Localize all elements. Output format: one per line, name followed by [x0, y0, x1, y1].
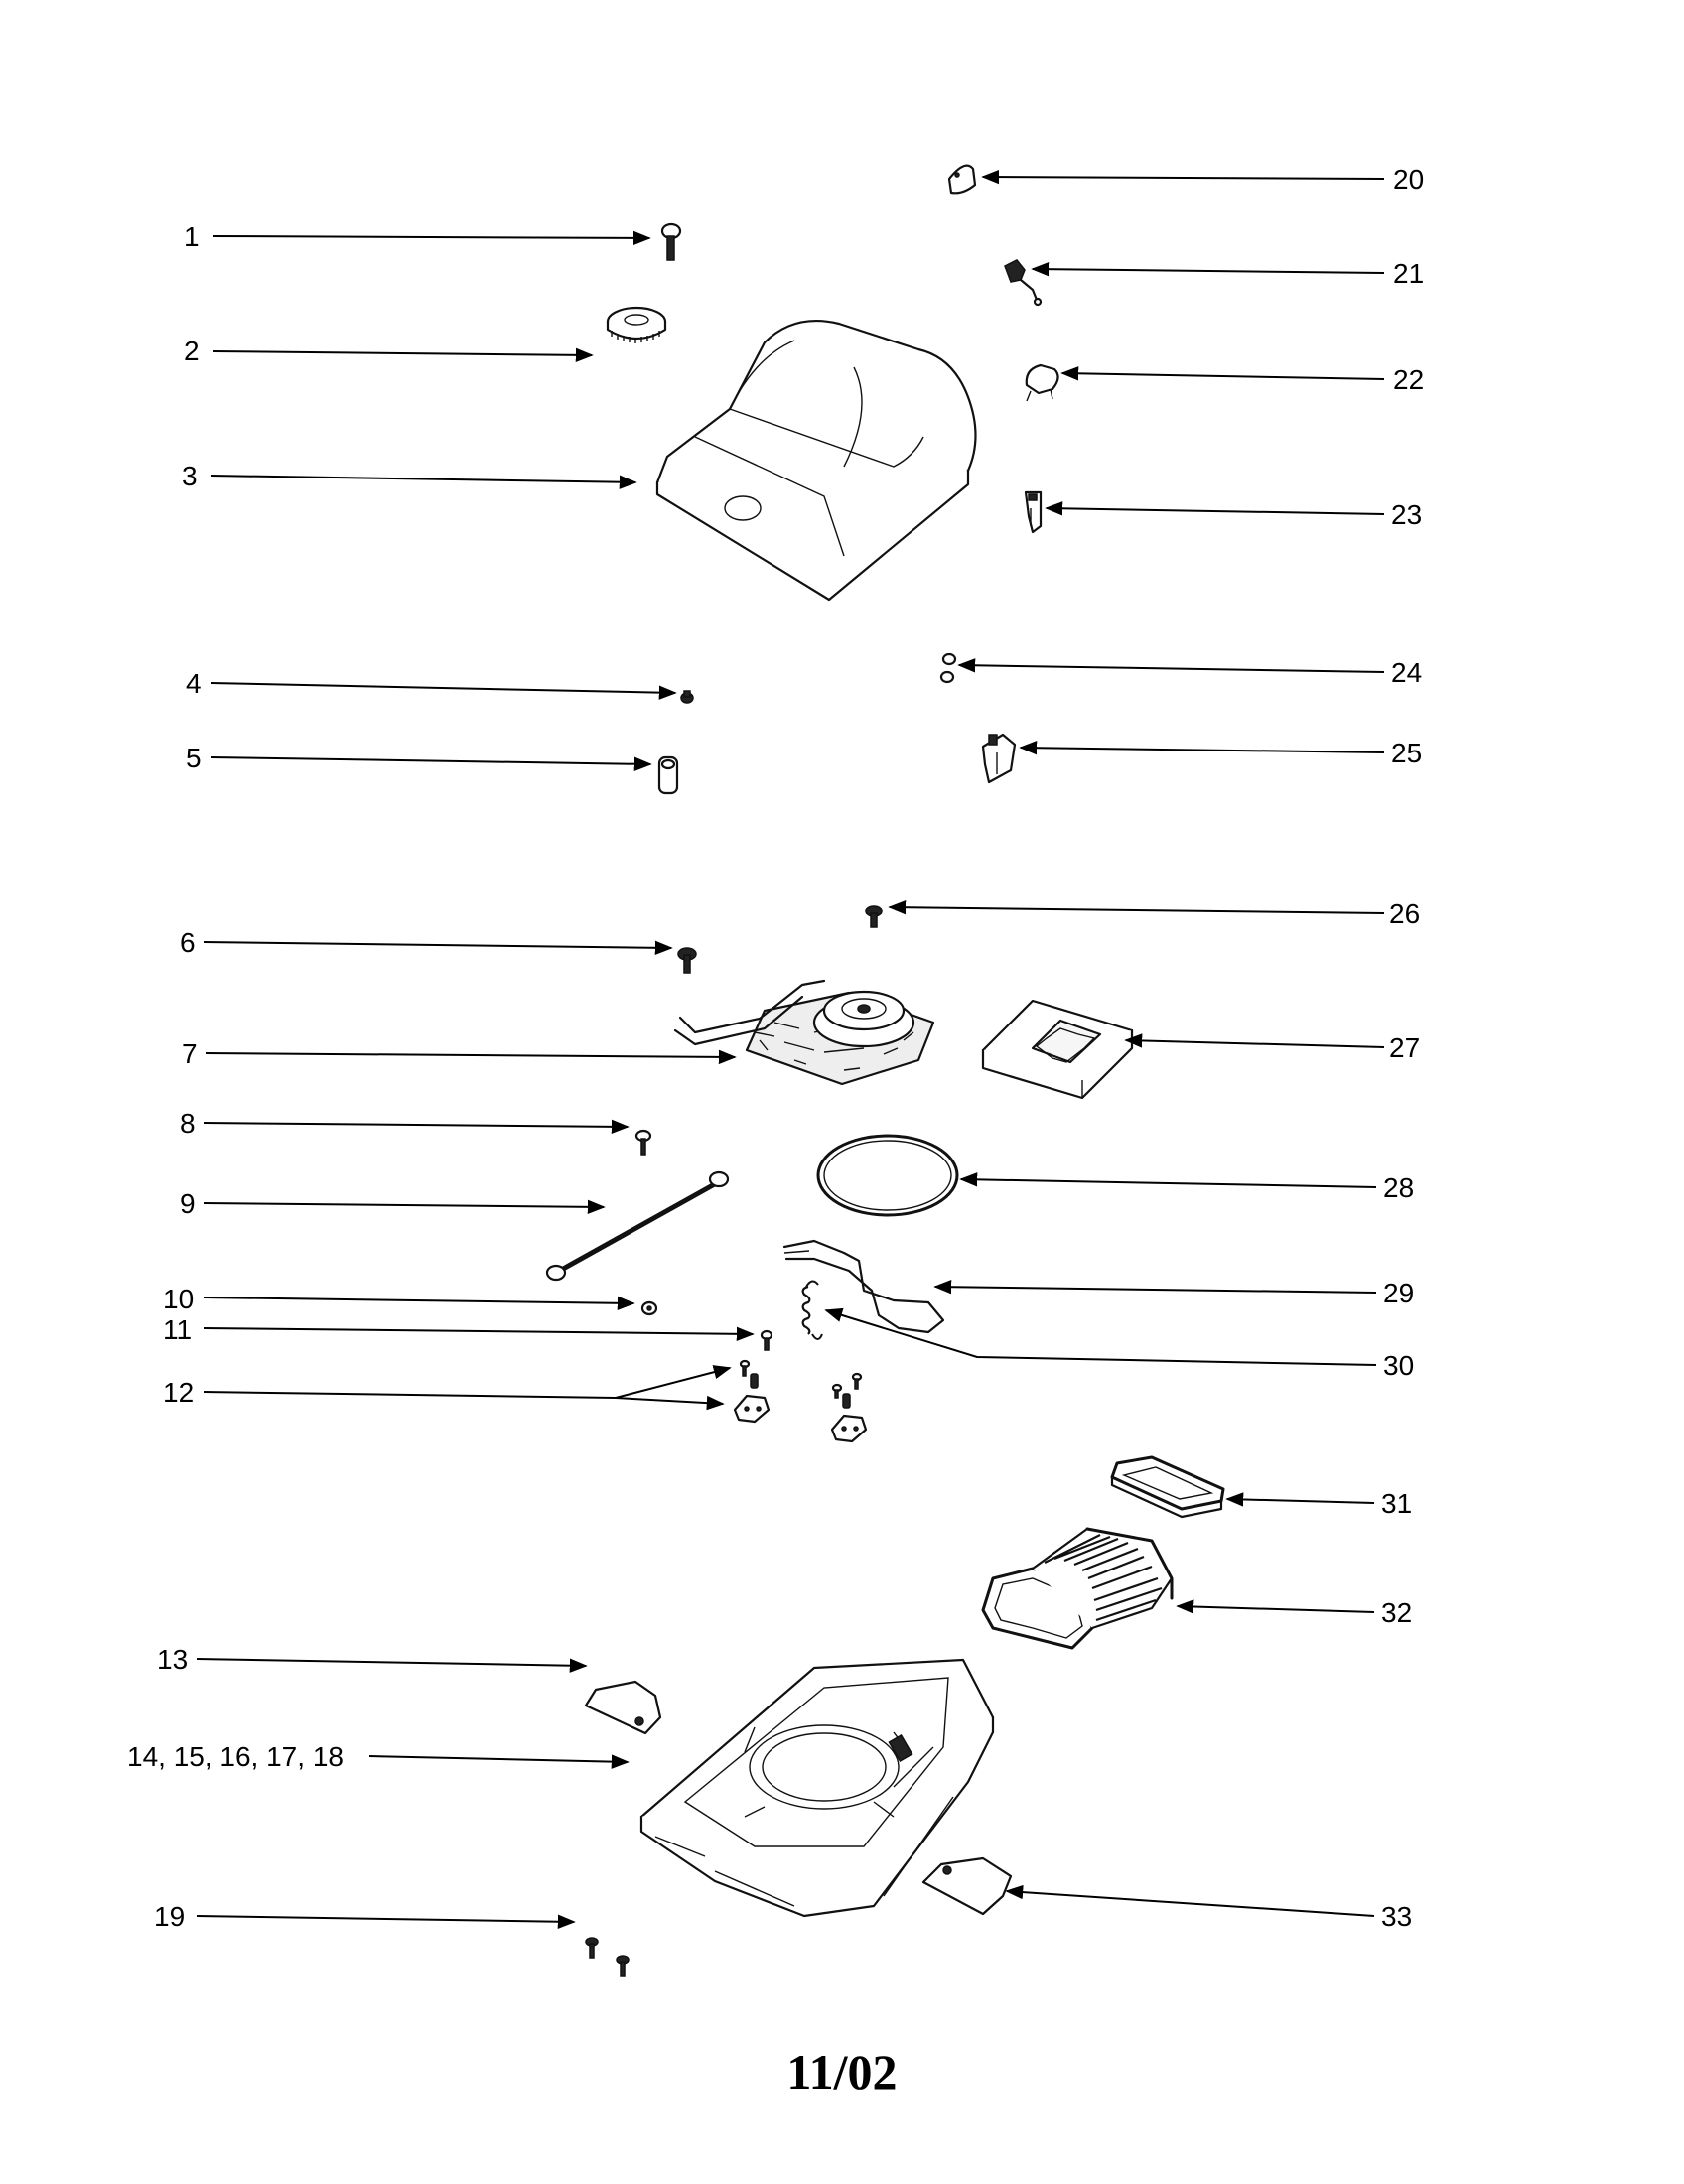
part-2-gear	[606, 306, 667, 343]
callout-14-18: 14, 15, 16, 17, 18	[127, 1741, 344, 1772]
callout-numbers: 1 2 3 4 5 6 7 8 9 10 11 12 13 14, 15, 16…	[127, 164, 1424, 1932]
leader-6	[203, 940, 673, 955]
part-24-pins	[939, 652, 957, 684]
callout-28: 28	[1383, 1172, 1414, 1203]
leader-7	[205, 1049, 737, 1065]
callout-1: 1	[184, 221, 200, 252]
part-1-screw	[660, 222, 682, 261]
callout-9: 9	[180, 1188, 196, 1219]
part-31-gasket	[1110, 1455, 1225, 1519]
callout-19: 19	[154, 1901, 185, 1932]
part-25-bracket	[981, 733, 1017, 784]
leader-lines	[196, 169, 1385, 1929]
leader-9	[203, 1199, 606, 1215]
callout-21: 21	[1393, 258, 1424, 289]
callout-33: 33	[1381, 1901, 1412, 1932]
part-11-screw	[760, 1329, 773, 1351]
callout-10: 10	[163, 1284, 194, 1314]
callout-26: 26	[1389, 898, 1420, 929]
leader-2	[212, 347, 594, 363]
leader-10	[203, 1296, 635, 1310]
leader-5	[210, 756, 652, 771]
part-32-bellows	[981, 1527, 1174, 1650]
part-22-bracket	[1025, 363, 1059, 402]
callout-13: 13	[157, 1644, 188, 1675]
callout-6: 6	[180, 927, 196, 958]
part-5-bushing	[657, 755, 679, 795]
leader-13	[196, 1658, 588, 1673]
part-6-screw	[677, 947, 697, 974]
part-28-belt	[816, 1134, 959, 1217]
callout-5: 5	[186, 743, 202, 773]
leader-26	[888, 899, 1385, 915]
callout-29: 29	[1383, 1278, 1414, 1308]
callout-3: 3	[182, 461, 198, 491]
callout-4: 4	[186, 668, 202, 699]
callout-2: 2	[184, 336, 200, 366]
leader-25	[1019, 741, 1385, 755]
leader-8	[203, 1119, 630, 1135]
part-23-latch	[1024, 490, 1043, 534]
leader-32	[1176, 1599, 1375, 1614]
part-30-spring	[801, 1280, 823, 1340]
leader-29	[933, 1280, 1377, 1295]
callout-20: 20	[1393, 164, 1424, 195]
part-12-clamps	[733, 1359, 868, 1443]
callout-25: 25	[1391, 738, 1422, 768]
part-26-screw	[865, 905, 883, 928]
callout-32: 32	[1381, 1597, 1412, 1628]
leader-12b	[615, 1395, 725, 1411]
leader-19	[196, 1914, 576, 1929]
leader-24	[957, 658, 1385, 673]
leader-20	[981, 169, 1385, 185]
leader-23	[1045, 501, 1385, 516]
part-3-cover	[655, 319, 977, 602]
callout-12: 12	[163, 1377, 194, 1408]
callout-30: 30	[1383, 1350, 1414, 1381]
leader-31	[1225, 1492, 1375, 1507]
leader-28	[959, 1172, 1377, 1188]
callout-11: 11	[163, 1314, 192, 1345]
leader-33	[1005, 1884, 1375, 1917]
callout-8: 8	[180, 1108, 196, 1139]
part-13-plate	[584, 1680, 662, 1735]
part-29-lever	[782, 1239, 945, 1334]
leader-14-18	[368, 1754, 630, 1769]
callout-22: 22	[1393, 364, 1424, 395]
leader-3	[210, 475, 637, 489]
callout-27: 27	[1389, 1032, 1420, 1063]
leader-12a	[203, 1365, 732, 1400]
part-7-motor	[673, 979, 935, 1086]
leader-11	[203, 1326, 755, 1342]
part-19-screws	[585, 1937, 630, 1977]
leader-30	[824, 1307, 1377, 1366]
part-27-filter	[981, 999, 1134, 1100]
callout-24: 24	[1391, 657, 1422, 688]
callout-31: 31	[1381, 1488, 1412, 1519]
part-10-washer	[640, 1300, 658, 1316]
part-20-clip	[947, 164, 977, 195]
callout-23: 23	[1391, 499, 1422, 530]
part-14-18-base	[639, 1658, 995, 1918]
part-4-nut	[680, 690, 694, 704]
leader-22	[1060, 366, 1385, 381]
part-9-cord	[545, 1170, 730, 1282]
leader-4	[210, 682, 677, 700]
part-33-plate	[921, 1856, 1013, 1916]
part-8-screw	[634, 1129, 652, 1156]
part-21-switch	[1004, 259, 1043, 307]
callout-7: 7	[182, 1038, 198, 1069]
date-stamp: 11/02	[786, 2044, 898, 2100]
leader-27	[1124, 1033, 1385, 1048]
leader-21	[1031, 261, 1385, 277]
leader-1	[212, 230, 651, 246]
